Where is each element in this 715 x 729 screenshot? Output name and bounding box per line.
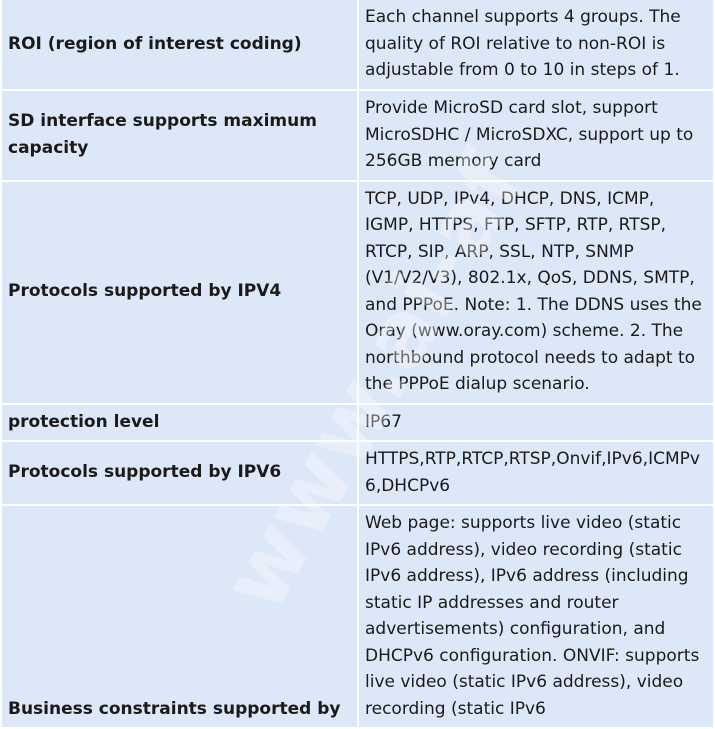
row-value: Web page: supports live video (static IP… [357, 504, 715, 729]
row-label: Business constraints supported by [0, 504, 359, 729]
row-value: IP67 [357, 402, 715, 442]
table-row: Business constraints supported by Web pa… [0, 504, 715, 729]
row-value: Each channel supports 4 groups. The qual… [357, 0, 715, 91]
row-label: ROI (region of interest coding) [0, 0, 359, 91]
row-value: TCP, UDP, IPv4, DHCP, DNS, ICMP, IGMP, H… [357, 179, 715, 405]
table-row: Protocols supported by IPV4 TCP, UDP, IP… [0, 179, 715, 405]
row-label: protection level [0, 402, 359, 442]
row-label: Protocols supported by IPV6 [0, 440, 359, 506]
row-value: HTTPS,RTP,RTCP,RTSP,Onvif,IPv6,ICMPv6,DH… [357, 440, 715, 506]
table-row: SD interface supports maximum capacity P… [0, 89, 715, 182]
table-row: Protocols supported by IPV6 HTTPS,RTP,RT… [0, 440, 715, 506]
row-label: Protocols supported by IPV4 [0, 179, 359, 405]
row-value: Provide MicroSD card slot, support Micro… [357, 89, 715, 182]
table-row: protection level IP67 [0, 402, 715, 442]
row-label: SD interface supports maximum capacity [0, 89, 359, 182]
table-row: ROI (region of interest coding) Each cha… [0, 0, 715, 91]
